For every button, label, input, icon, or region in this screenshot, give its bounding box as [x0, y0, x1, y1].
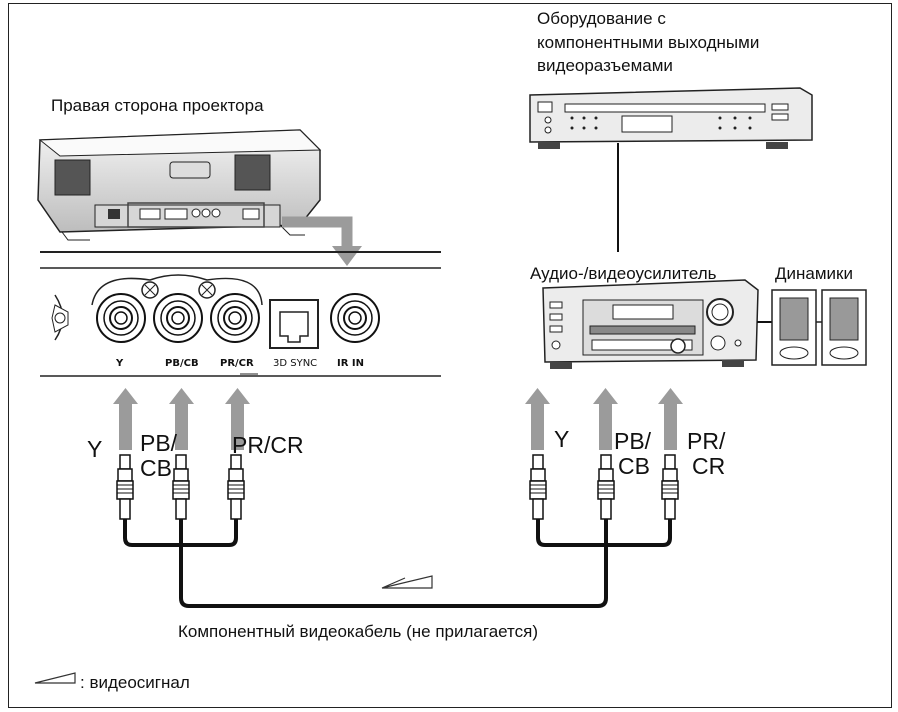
equipment-label-line3: видеоразъемами	[537, 56, 673, 75]
amplifier-label: Аудио-/видеоусилитель	[530, 264, 717, 283]
equipment-label-line1: Оборудование с	[537, 9, 666, 28]
cable-label: Компонентный видеокабель (не прилагается…	[178, 622, 538, 641]
amplifier-illustration	[542, 279, 759, 369]
port-label-y: Y	[116, 358, 124, 369]
plug-label-pr-right-b: CR	[692, 453, 726, 479]
component-cable	[123, 518, 672, 608]
plug-label-y-right: Y	[554, 426, 570, 452]
projector-illustration	[37, 129, 322, 241]
speakers-illustration	[771, 289, 867, 366]
port-label-3d-sync: 3D SYNC	[273, 358, 318, 369]
port-label-pr-cr: PR/CR	[220, 358, 254, 369]
legend-arrow-icon	[34, 672, 76, 684]
signal-arrows	[113, 388, 683, 450]
plug-label-pb-left-b: CB	[140, 455, 172, 481]
plug-label-pr-left: PR/CR	[232, 432, 304, 458]
zoom-arrow	[282, 216, 353, 247]
plug-label-pb-right-a: PB/	[614, 428, 652, 454]
speakers-label: Динамики	[775, 264, 853, 283]
diagram-frame	[8, 3, 892, 708]
signal-direction-icon	[381, 575, 433, 589]
connector-panel	[40, 251, 441, 377]
port-label-pb-cb: PB/CB	[165, 358, 199, 369]
projector-side-label: Правая сторона проектора	[51, 96, 264, 115]
plug-label-pb-left-a: PB/	[140, 430, 178, 456]
equipment-illustration	[529, 87, 813, 149]
port-label-ir-in: IR IN	[337, 358, 364, 369]
plug-label-pb-right-b: CB	[618, 453, 650, 479]
legend-label: : видеосигнал	[80, 673, 190, 692]
plug-label-pr-right-a: PR/	[687, 428, 726, 454]
plug-label-y-left: Y	[87, 436, 103, 462]
equipment-label-line2: компонентными выходными	[537, 33, 760, 52]
